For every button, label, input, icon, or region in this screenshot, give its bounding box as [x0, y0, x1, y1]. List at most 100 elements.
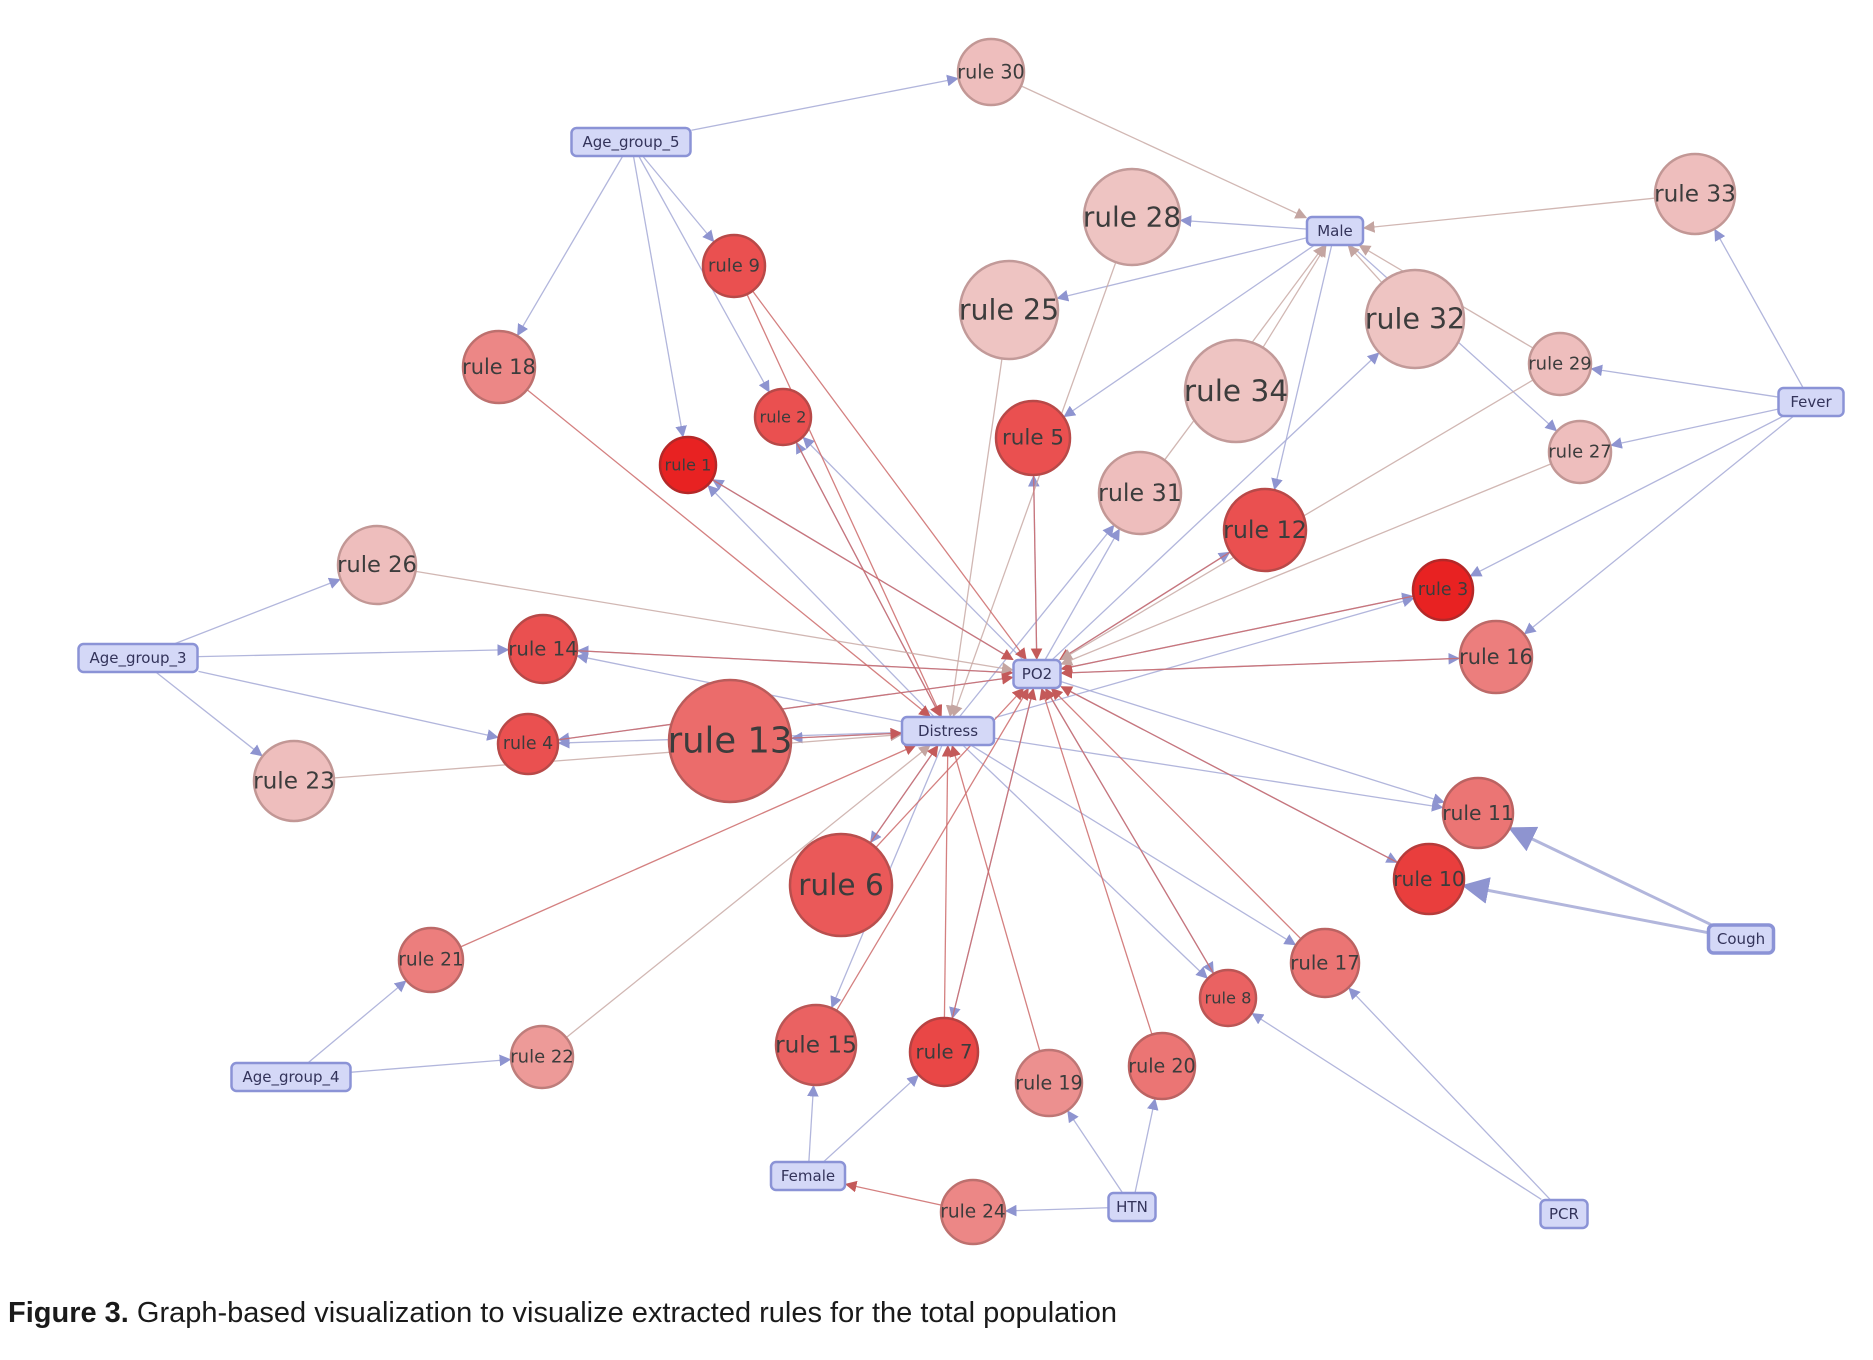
- item-label-age3: Age_group_3: [89, 649, 186, 668]
- rule-circle-r7: [908, 1016, 980, 1088]
- edge-age3-to-r26: [174, 577, 341, 645]
- item-node-age3[interactable]: Age_group_3: [77, 642, 199, 674]
- edge-r7-to-distress: [941, 744, 954, 1018]
- item-node-age5[interactable]: Age_group_5: [570, 126, 692, 158]
- rule-label-r21: rule 21: [398, 950, 463, 971]
- edge-female-to-r7: [823, 1074, 920, 1162]
- rule-circle-r25: [958, 259, 1060, 361]
- item-node-age4[interactable]: Age_group_4: [230, 1061, 352, 1093]
- edge-distress-to-r17: [971, 744, 1297, 946]
- item-box-male: [1305, 215, 1365, 247]
- edge-age4-to-r22: [351, 1054, 512, 1073]
- rule-circle-r9: [701, 233, 767, 299]
- rule-node-r15[interactable]: rule 15: [774, 1003, 858, 1087]
- edge-male-to-r28: [1179, 215, 1307, 230]
- rule-node-r16[interactable]: rule 16: [1458, 619, 1534, 695]
- item-label-fever: Fever: [1790, 393, 1832, 411]
- item-label-po2: PO2: [1022, 665, 1052, 683]
- rule-label-r18: rule 18: [462, 355, 536, 379]
- rule-circle-r14: [507, 613, 579, 685]
- rule-node-r6[interactable]: rule 6: [788, 832, 894, 938]
- edge-r27-to-po2: [1060, 463, 1551, 666]
- edge-r30-to-male: [1021, 85, 1308, 219]
- item-node-pcr[interactable]: PCR: [1539, 1198, 1589, 1230]
- rule-node-r30[interactable]: rule 30: [956, 37, 1026, 107]
- figure-caption-text: Graph-based visualization to visualize e…: [128, 1297, 1118, 1329]
- item-node-fever[interactable]: Fever: [1777, 386, 1845, 418]
- rule-node-r25[interactable]: rule 25: [958, 259, 1060, 361]
- item-box-age3: [77, 642, 199, 674]
- rule-node-r4[interactable]: rule 4: [496, 712, 560, 776]
- rule-label-r6: rule 6: [798, 868, 884, 902]
- item-node-male[interactable]: Male: [1305, 215, 1365, 247]
- rule-node-r28[interactable]: rule 28: [1082, 167, 1182, 267]
- rule-node-r32[interactable]: rule 32: [1364, 268, 1466, 370]
- rule-node-r34[interactable]: rule 34: [1183, 338, 1289, 444]
- rule-circle-r34: [1183, 338, 1289, 444]
- rule-node-r5[interactable]: rule 5: [994, 399, 1072, 477]
- rule-node-r26[interactable]: rule 26: [336, 524, 418, 606]
- rule-circle-r16: [1458, 619, 1534, 695]
- item-label-htn: HTN: [1116, 1198, 1148, 1216]
- rule-label-r14: rule 14: [508, 638, 578, 661]
- rule-node-r17[interactable]: rule 17: [1289, 927, 1361, 999]
- rule-label-r2: rule 2: [760, 408, 807, 427]
- item-node-htn[interactable]: HTN: [1107, 1191, 1157, 1223]
- edge-fever-to-r29: [1590, 364, 1778, 398]
- edge-r21-to-distress: [460, 744, 917, 948]
- rule-node-r10[interactable]: rule 10: [1392, 842, 1466, 916]
- edge-age5-to-r30: [691, 74, 959, 131]
- rule-node-r12[interactable]: rule 12: [1222, 487, 1308, 573]
- rule-label-r28: rule 28: [1083, 201, 1181, 234]
- edge-r17-to-po2: [1050, 687, 1301, 939]
- edge-r34-to-male: [1262, 244, 1327, 348]
- rule-node-r11[interactable]: rule 11: [1441, 776, 1515, 850]
- rule-node-r13[interactable]: rule 13: [668, 678, 793, 804]
- edge-r23-to-distress: [334, 729, 903, 779]
- rule-node-r1[interactable]: rule 1: [658, 435, 718, 495]
- edge-fever-to-r33: [1714, 228, 1804, 388]
- rule-circle-r31: [1097, 450, 1183, 536]
- edge-female-to-r15: [807, 1084, 819, 1162]
- rule-circle-r22: [509, 1024, 575, 1090]
- edge-age5-to-r9: [642, 156, 715, 243]
- item-node-po2[interactable]: PO2: [1012, 658, 1062, 690]
- rule-node-r22[interactable]: rule 22: [509, 1024, 575, 1090]
- rule-label-r33: rule 33: [1654, 181, 1736, 208]
- rule-node-r3[interactable]: rule 3: [1411, 558, 1475, 622]
- rule-node-r2[interactable]: rule 2: [753, 387, 813, 447]
- item-label-age4: Age_group_4: [242, 1068, 339, 1087]
- item-node-cough[interactable]: Cough: [1706, 923, 1776, 955]
- item-node-female[interactable]: Female: [769, 1160, 847, 1192]
- rule-node-r21[interactable]: rule 21: [397, 926, 465, 994]
- item-label-female: Female: [781, 1167, 835, 1185]
- edge-r24-to-female: [844, 1180, 941, 1206]
- rule-node-r18[interactable]: rule 18: [461, 329, 537, 405]
- rule-node-r27[interactable]: rule 27: [1547, 419, 1613, 485]
- rule-node-r8[interactable]: rule 8: [1198, 968, 1258, 1028]
- rule-node-r14[interactable]: rule 14: [507, 613, 579, 685]
- rule-node-r23[interactable]: rule 23: [252, 739, 336, 823]
- item-label-age5: Age_group_5: [582, 133, 679, 152]
- rule-circle-r30: [956, 37, 1026, 107]
- rule-node-r9[interactable]: rule 9: [701, 233, 767, 299]
- item-box-female: [769, 1160, 847, 1192]
- rule-circle-r33: [1653, 152, 1737, 236]
- rule-label-r27: rule 27: [1548, 442, 1611, 463]
- rule-node-r24[interactable]: rule 24: [939, 1178, 1007, 1246]
- edge-distress-to-r3: [994, 595, 1415, 719]
- rule-node-r31[interactable]: rule 31: [1097, 450, 1183, 536]
- edge-r32-to-male: [1347, 244, 1382, 283]
- edges-layer: [156, 74, 1804, 1217]
- rule-node-r7[interactable]: rule 7: [908, 1016, 980, 1088]
- item-node-distress[interactable]: Distress: [900, 715, 996, 747]
- rule-node-r20[interactable]: rule 20: [1127, 1031, 1197, 1101]
- rule-circle-r12: [1222, 487, 1308, 573]
- rule-label-r1: rule 1: [665, 456, 712, 475]
- rule-node-r29[interactable]: rule 29: [1527, 331, 1593, 397]
- edge-r9-to-po2: [752, 291, 1027, 661]
- rule-node-r19[interactable]: rule 19: [1014, 1048, 1084, 1118]
- rule-node-r33[interactable]: rule 33: [1653, 152, 1737, 236]
- rule-circle-r1: [658, 435, 718, 495]
- edge-cough-to-r10: [1461, 877, 1708, 935]
